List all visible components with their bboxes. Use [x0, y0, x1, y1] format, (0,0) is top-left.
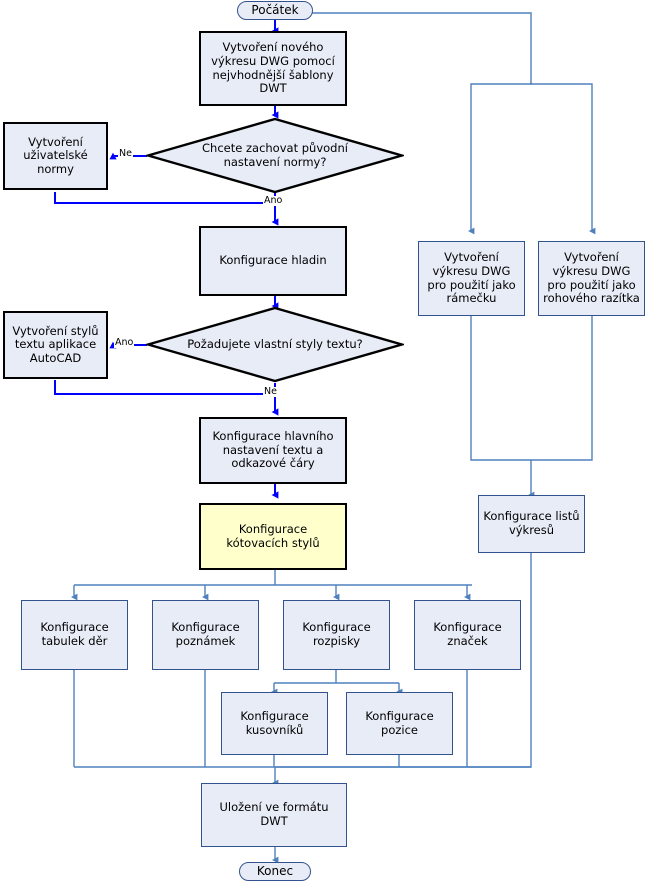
edge-label-standard-no: Ne — [118, 148, 133, 159]
node-acad-textstyles[interactable]: Vytvoření stylů textu aplikace AutoCAD — [3, 311, 108, 379]
node-layers[interactable]: Konfigurace hladin — [199, 226, 347, 296]
node-save-dwt-label: Uložení ve formátu DWT — [219, 800, 329, 828]
node-decision-textstyles-label: Požadujete vlastní styly textu? — [187, 336, 363, 351]
node-layers-label: Konfigurace hladin — [219, 253, 327, 268]
edge-label-textstyles-yes: Ano — [114, 337, 135, 348]
node-acad-textstyles-label: Vytvoření stylů textu aplikace AutoCAD — [12, 323, 99, 365]
diamond-shape — [143, 117, 407, 194]
node-notes[interactable]: Konfigurace poznámek — [152, 600, 259, 670]
diamond-shape — [143, 306, 407, 383]
node-create-dwg-label: Vytvoření nového výkresu DWG pomocí nejv… — [211, 40, 335, 96]
node-save-dwt[interactable]: Uložení ve formátu DWT — [201, 783, 347, 847]
node-holes[interactable]: Konfigurace tabulek děr — [21, 600, 128, 670]
edge-label-standard-yes: Ano — [263, 195, 284, 206]
node-sheets[interactable]: Konfigurace listů výkresů — [478, 495, 585, 553]
branch-connectors — [71, 12, 596, 864]
node-dim-styles[interactable]: Konfigurace kótovacích stylů — [199, 503, 347, 570]
node-main-text[interactable]: Konfigurace hlavního nastavení textu a o… — [199, 417, 347, 484]
node-decision-standard-label: Chcete zachovat původní nastavení normy? — [202, 140, 348, 169]
node-rozpiska[interactable]: Konfigurace rozpisky — [283, 600, 390, 670]
node-notes-label: Konfigurace poznámek — [171, 620, 240, 648]
node-bom[interactable]: Konfigurace kusovníků — [221, 692, 328, 755]
node-dim-styles-label: Konfigurace kótovacích stylů — [226, 521, 320, 550]
node-rozpiska-label: Konfigurace rozpisky — [302, 620, 371, 648]
node-balloons-label: Konfigurace pozice — [365, 708, 434, 737]
node-end-label: Konec — [256, 864, 294, 879]
node-sheets-label: Konfigurace listů výkresů — [483, 509, 580, 537]
node-border-dwg-label: Vytvoření výkresu DWG pro použití jako r… — [427, 250, 516, 306]
edge-label-textstyles-no: Ne — [263, 386, 278, 397]
node-decision-standard[interactable]: Chcete zachovat původní nastavení normy? — [143, 117, 407, 194]
node-end[interactable]: Konec — [239, 862, 311, 881]
node-user-standard[interactable]: Vytvoření uživatelské normy — [3, 122, 108, 190]
node-balloons[interactable]: Konfigurace pozice — [346, 692, 453, 755]
node-bom-label: Konfigurace kusovníků — [240, 708, 309, 737]
node-create-dwg[interactable]: Vytvoření nového výkresu DWG pomocí nejv… — [199, 31, 347, 106]
node-titleblock-dwg-label: Vytvoření výkresu DWG pro použití jako r… — [543, 250, 640, 306]
node-decision-textstyles[interactable]: Požadujete vlastní styly textu? — [143, 306, 407, 383]
node-start-label: Počátek — [251, 3, 299, 18]
node-main-text-label: Konfigurace hlavního nastavení textu a o… — [212, 429, 334, 471]
node-start[interactable]: Počátek — [237, 1, 313, 20]
node-symbols-label: Konfigurace značek — [433, 620, 502, 648]
node-holes-label: Konfigurace tabulek děr — [40, 620, 109, 648]
node-user-standard-label: Vytvoření uživatelské normy — [23, 134, 88, 176]
node-titleblock-dwg[interactable]: Vytvoření výkresu DWG pro použití jako r… — [538, 241, 645, 316]
node-symbols[interactable]: Konfigurace značek — [414, 600, 521, 670]
node-border-dwg[interactable]: Vytvoření výkresu DWG pro použití jako r… — [418, 241, 525, 316]
